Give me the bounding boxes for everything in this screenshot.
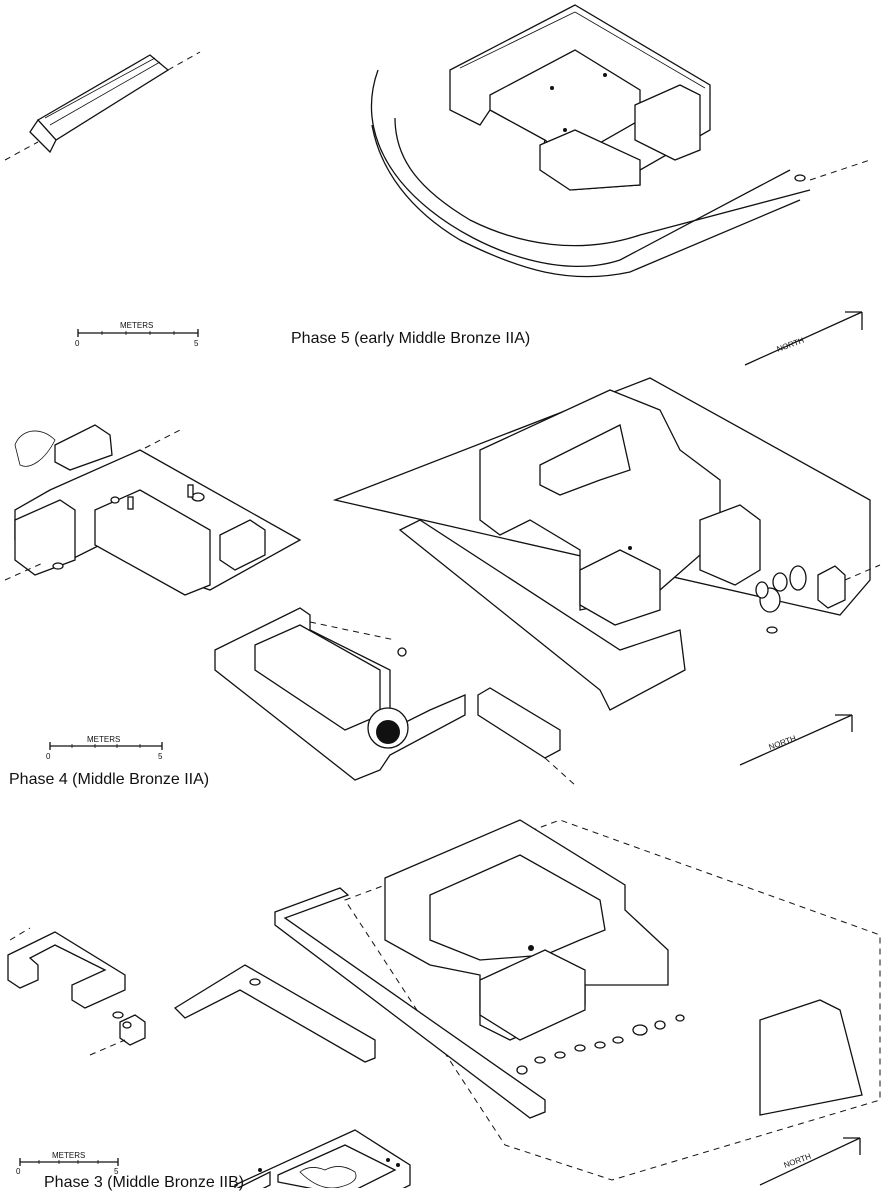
phase-5-plan: METERS 0 5 NORTH [4, 4, 871, 366]
phase-3-scale-start: 0 [16, 1167, 21, 1176]
phase-3-north-arrow: NORTH [759, 1137, 861, 1186]
phase-3-plan: METERS 0 5 NORTH [7, 819, 881, 1188]
phase-5-north-label: NORTH [776, 336, 806, 354]
phase-4-south-room [214, 607, 576, 786]
phase-3-caption: Phase 3 (Middle Bronze IIB) [44, 1174, 245, 1191]
phase-5-curved-wall [370, 69, 871, 278]
phase-4-west-complex [4, 424, 302, 596]
phase-5-scale-bar: METERS 0 5 [75, 321, 199, 348]
phase-4-main-complex [332, 377, 881, 711]
phase-5-scale-start: 0 [75, 339, 80, 348]
phase-4-scale-unit: METERS [87, 735, 120, 744]
phase-3-main-complex [274, 819, 881, 1181]
phase-4-plan: METERS 0 5 NORTH [4, 377, 881, 786]
phase-5-caption: Phase 5 (early Middle Bronze IIA) [291, 330, 531, 347]
phase-3-west-structures [7, 927, 146, 1056]
phase-3-scale-bar: METERS 0 5 [16, 1151, 119, 1176]
phase-3-panel: METERS 0 5 NORTH Phase 3 (Middle Bronze … [0, 800, 887, 1191]
phase-4-scale-start: 0 [46, 752, 51, 761]
phase-5-panel: METERS 0 5 NORTH Phase 5 (early Middle B… [0, 0, 887, 370]
phase-5-north-arrow: NORTH [744, 311, 863, 366]
phase-3-central-rooms [173, 964, 411, 1188]
phase-5-west-wall [4, 51, 201, 161]
phase-4-scale-end: 5 [158, 752, 163, 761]
phase-5-building [449, 4, 711, 191]
phase-4-north-label: NORTH [768, 734, 798, 752]
phase-4-scale-bar: METERS 0 5 [46, 735, 163, 761]
phase-5-scale-unit: METERS [120, 321, 153, 330]
phase-3-scale-unit: METERS [52, 1151, 85, 1160]
phase-3-scale-end: 5 [114, 1167, 119, 1176]
phase-4-panel: METERS 0 5 NORTH Phase 4 (Middle Bronze … [0, 370, 887, 800]
phase-4-north-arrow: NORTH [739, 714, 853, 766]
phase-5-scale-end: 5 [194, 339, 199, 348]
phase-4-caption: Phase 4 (Middle Bronze IIA) [9, 771, 210, 788]
